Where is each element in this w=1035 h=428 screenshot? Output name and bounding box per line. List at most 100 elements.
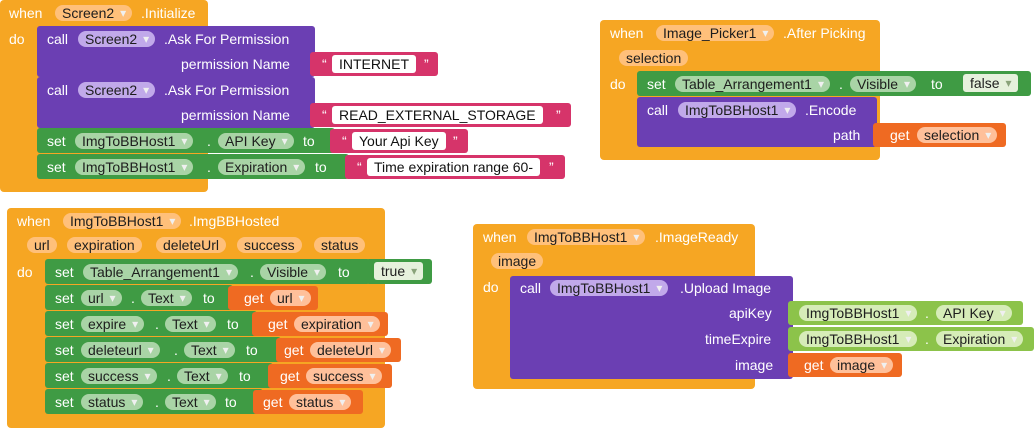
text-block[interactable]: “ Your Api Key ”	[330, 129, 468, 153]
param-image[interactable]: image	[491, 253, 544, 269]
param-status[interactable]: status	[314, 237, 366, 253]
set-text-block-status[interactable]: set status . Text to	[45, 389, 263, 414]
property-dropdown[interactable]: Visible	[260, 264, 326, 280]
get-block[interactable]: get status	[253, 390, 363, 414]
boolean-dropdown[interactable]: true	[374, 262, 424, 280]
call-ask-permission-block[interactable]: call Screen2 .Ask For Permission permiss…	[37, 26, 315, 77]
when-keyword: when	[9, 5, 43, 21]
component-dropdown[interactable]: ImgToBBHost1	[799, 305, 918, 321]
set-visible-block[interactable]: set Table_Arrangement1 . Visible to	[637, 71, 960, 96]
call-ask-permission-block[interactable]: call Screen2 .Ask For Permission permiss…	[37, 77, 315, 128]
param-url[interactable]: url	[27, 237, 57, 253]
dot: .	[174, 342, 178, 358]
variable-dropdown[interactable]: expiration	[294, 316, 380, 332]
param-deleteurl[interactable]: deleteUrl	[156, 237, 227, 253]
variable-dropdown[interactable]: url	[270, 290, 311, 306]
get-block[interactable]: get url	[228, 286, 318, 310]
variable-dropdown[interactable]: deleteUrl	[310, 342, 392, 358]
component-dropdown[interactable]: success	[81, 368, 157, 384]
text-value[interactable]: INTERNET	[332, 55, 416, 73]
dot: .	[167, 368, 171, 384]
component-dropdown[interactable]: ImgToBBHost1	[678, 102, 797, 118]
property-getter-api-key[interactable]: ImgToBBHost1 . API Key	[788, 301, 1023, 325]
property-dropdown[interactable]: Text	[165, 394, 216, 410]
component-dropdown[interactable]: Table_Arrangement1	[83, 264, 238, 280]
text-block[interactable]: “ Time expiration range 60- ”	[345, 155, 565, 179]
method-name: .Ask For Permission	[164, 31, 290, 47]
property-dropdown[interactable]: Text	[165, 316, 216, 332]
component-dropdown[interactable]: status	[81, 394, 144, 410]
component-dropdown[interactable]: ImgToBBHost1	[75, 159, 194, 175]
text-value[interactable]: Your Api Key	[352, 132, 446, 150]
get-block[interactable]: get expiration	[252, 312, 388, 336]
property-getter-expiration[interactable]: ImgToBBHost1 . Expiration	[788, 327, 1034, 351]
set-expiration-block[interactable]: set ImgToBBHost1 . Expiration to	[37, 154, 349, 179]
get-block[interactable]: get image	[788, 353, 902, 377]
set-api-key-block[interactable]: set ImgToBBHost1 . API Key to	[37, 128, 335, 153]
method-name: .Encode	[805, 102, 857, 118]
variable-dropdown[interactable]: success	[306, 368, 382, 384]
boolean-dropdown[interactable]: false	[963, 74, 1018, 92]
when-keyword: when	[17, 213, 51, 229]
call-encode-block[interactable]: call ImgToBBHost1 .Encode path	[637, 97, 877, 147]
open-quote: “	[342, 133, 347, 149]
to-keyword: to	[303, 133, 315, 149]
variable-dropdown[interactable]: selection	[917, 127, 998, 143]
set-keyword: set	[47, 133, 66, 149]
property-dropdown[interactable]: API Key	[936, 305, 1012, 321]
component-dropdown[interactable]: deleteurl	[81, 342, 160, 358]
property-dropdown[interactable]: API Key	[218, 133, 294, 149]
dot: .	[131, 290, 135, 306]
open-quote: “	[322, 107, 327, 123]
property-dropdown[interactable]: Text	[184, 342, 235, 358]
text-value[interactable]: READ_EXTERNAL_STORAGE	[332, 106, 543, 124]
param-expiration[interactable]: expiration	[67, 237, 142, 253]
call-upload-image-block[interactable]: call ImgToBBHost1 .Upload Image apiKey t…	[510, 276, 793, 379]
param-success[interactable]: success	[237, 237, 302, 253]
set-text-block-url[interactable]: set url . Text to	[45, 285, 233, 310]
component-dropdown[interactable]: url	[81, 290, 122, 306]
component-dropdown[interactable]: ImgToBBHost1	[75, 133, 194, 149]
event-name: .ImgBBHosted	[189, 213, 280, 229]
dot: .	[155, 316, 159, 332]
do-keyword: do	[610, 76, 626, 92]
method-name: .Ask For Permission	[164, 82, 290, 98]
set-keyword: set	[647, 76, 666, 92]
text-value[interactable]: Time expiration range 60-	[367, 158, 541, 176]
component-dropdown[interactable]: expire	[81, 316, 145, 332]
component-dropdown[interactable]: ImgToBBHost1	[527, 229, 646, 245]
set-text-block-success[interactable]: set success . Text to	[45, 363, 273, 388]
property-dropdown[interactable]: Text	[141, 290, 192, 306]
boolean-block[interactable]: true	[366, 259, 432, 284]
component-dropdown[interactable]: Screen2	[55, 5, 133, 21]
text-block[interactable]: “ INTERNET ”	[310, 52, 438, 76]
variable-dropdown[interactable]: image	[830, 357, 894, 373]
property-dropdown[interactable]: Expiration	[936, 331, 1024, 347]
component-dropdown[interactable]: Image_Picker1	[656, 25, 775, 41]
component-dropdown[interactable]: Screen2	[78, 31, 156, 47]
component-dropdown[interactable]: Screen2	[78, 82, 156, 98]
get-block[interactable]: get deleteUrl	[276, 338, 401, 362]
property-dropdown[interactable]: Text	[177, 368, 228, 384]
get-keyword: get	[284, 342, 304, 358]
get-block[interactable]: get selection	[873, 123, 1006, 147]
property-dropdown[interactable]: Expiration	[218, 159, 306, 175]
set-text-block-expire[interactable]: set expire . Text to	[45, 311, 257, 336]
set-keyword: set	[55, 394, 74, 410]
component-dropdown[interactable]: Table_Arrangement1	[675, 76, 830, 92]
param-selection[interactable]: selection	[619, 50, 689, 66]
get-block[interactable]: get success	[268, 364, 392, 388]
close-quote: ”	[549, 159, 554, 175]
dot: .	[839, 76, 843, 92]
component-dropdown[interactable]: ImgToBBHost1	[799, 331, 918, 347]
when-keyword: when	[483, 229, 517, 245]
property-dropdown[interactable]: Visible	[850, 76, 916, 92]
set-visible-block[interactable]: set Table_Arrangement1 . Visible to	[45, 259, 370, 284]
component-dropdown[interactable]: ImgToBBHost1	[63, 213, 182, 229]
text-block[interactable]: “ READ_EXTERNAL_STORAGE ”	[310, 103, 571, 127]
component-dropdown[interactable]: ImgToBBHost1	[550, 280, 669, 296]
set-text-block-deleteurl[interactable]: set deleteurl . Text to	[45, 337, 281, 362]
variable-dropdown[interactable]: status	[289, 394, 352, 410]
boolean-block[interactable]: false	[955, 71, 1031, 96]
do-keyword: do	[17, 264, 33, 280]
